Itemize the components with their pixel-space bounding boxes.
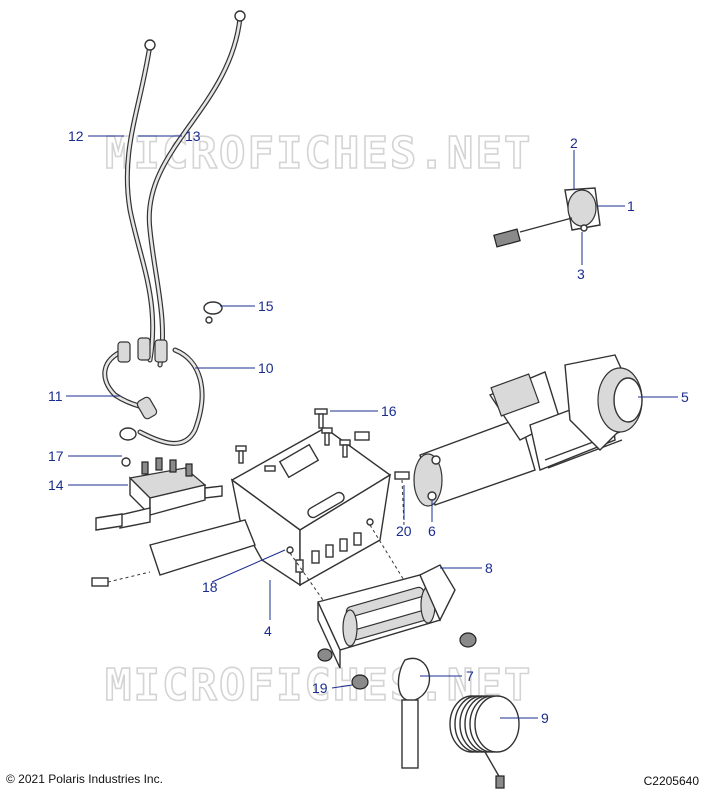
ring-terminal-icon <box>144 39 156 51</box>
flange-nuts[interactable] <box>317 632 477 690</box>
callout-6[interactable]: 6 <box>428 523 436 539</box>
figure-code: C2205640 <box>643 774 699 788</box>
winch-hook-strap[interactable] <box>397 657 431 769</box>
callout-14[interactable]: 14 <box>48 477 64 493</box>
callout-12[interactable]: 12 <box>68 128 84 144</box>
callout-9[interactable]: 9 <box>541 710 549 726</box>
roller-fairlead[interactable] <box>317 564 456 669</box>
callout-17[interactable]: 17 <box>48 448 64 464</box>
wire-rope[interactable] <box>449 695 520 789</box>
callout-5[interactable]: 5 <box>681 389 689 405</box>
callout-2[interactable]: 2 <box>570 135 578 151</box>
callout-3[interactable]: 3 <box>577 266 585 282</box>
callout-15[interactable]: 15 <box>258 298 274 314</box>
callout-19[interactable]: 19 <box>312 680 328 696</box>
battery-cable-pair[interactable] <box>124 10 246 368</box>
cable-clamp[interactable] <box>203 301 223 324</box>
leader-lines <box>66 135 678 719</box>
callout-10[interactable]: 10 <box>258 360 274 376</box>
callout-labels: 12 13 2 1 3 15 10 11 16 5 17 14 20 6 8 1… <box>48 128 689 726</box>
copyright-notice: © 2021 Polaris Industries Inc. <box>6 772 163 786</box>
winch-remote-switch[interactable] <box>493 187 601 248</box>
callout-18[interactable]: 18 <box>202 579 218 595</box>
callout-7[interactable]: 7 <box>466 668 474 684</box>
winch-assembly[interactable] <box>413 354 643 507</box>
winch-cable-harness[interactable] <box>102 337 205 446</box>
callout-11[interactable]: 11 <box>48 388 63 404</box>
callout-8[interactable]: 8 <box>485 560 493 576</box>
callout-13[interactable]: 13 <box>185 128 201 144</box>
fastener-set[interactable] <box>91 408 411 611</box>
callout-20[interactable]: 20 <box>396 523 412 539</box>
winch-mount-plate[interactable] <box>149 427 392 587</box>
callout-1[interactable]: 1 <box>627 198 635 214</box>
callout-16[interactable]: 16 <box>381 403 397 419</box>
callout-4[interactable]: 4 <box>264 623 272 639</box>
winch-contactor[interactable] <box>95 457 223 531</box>
ring-terminal-icon <box>234 10 246 22</box>
